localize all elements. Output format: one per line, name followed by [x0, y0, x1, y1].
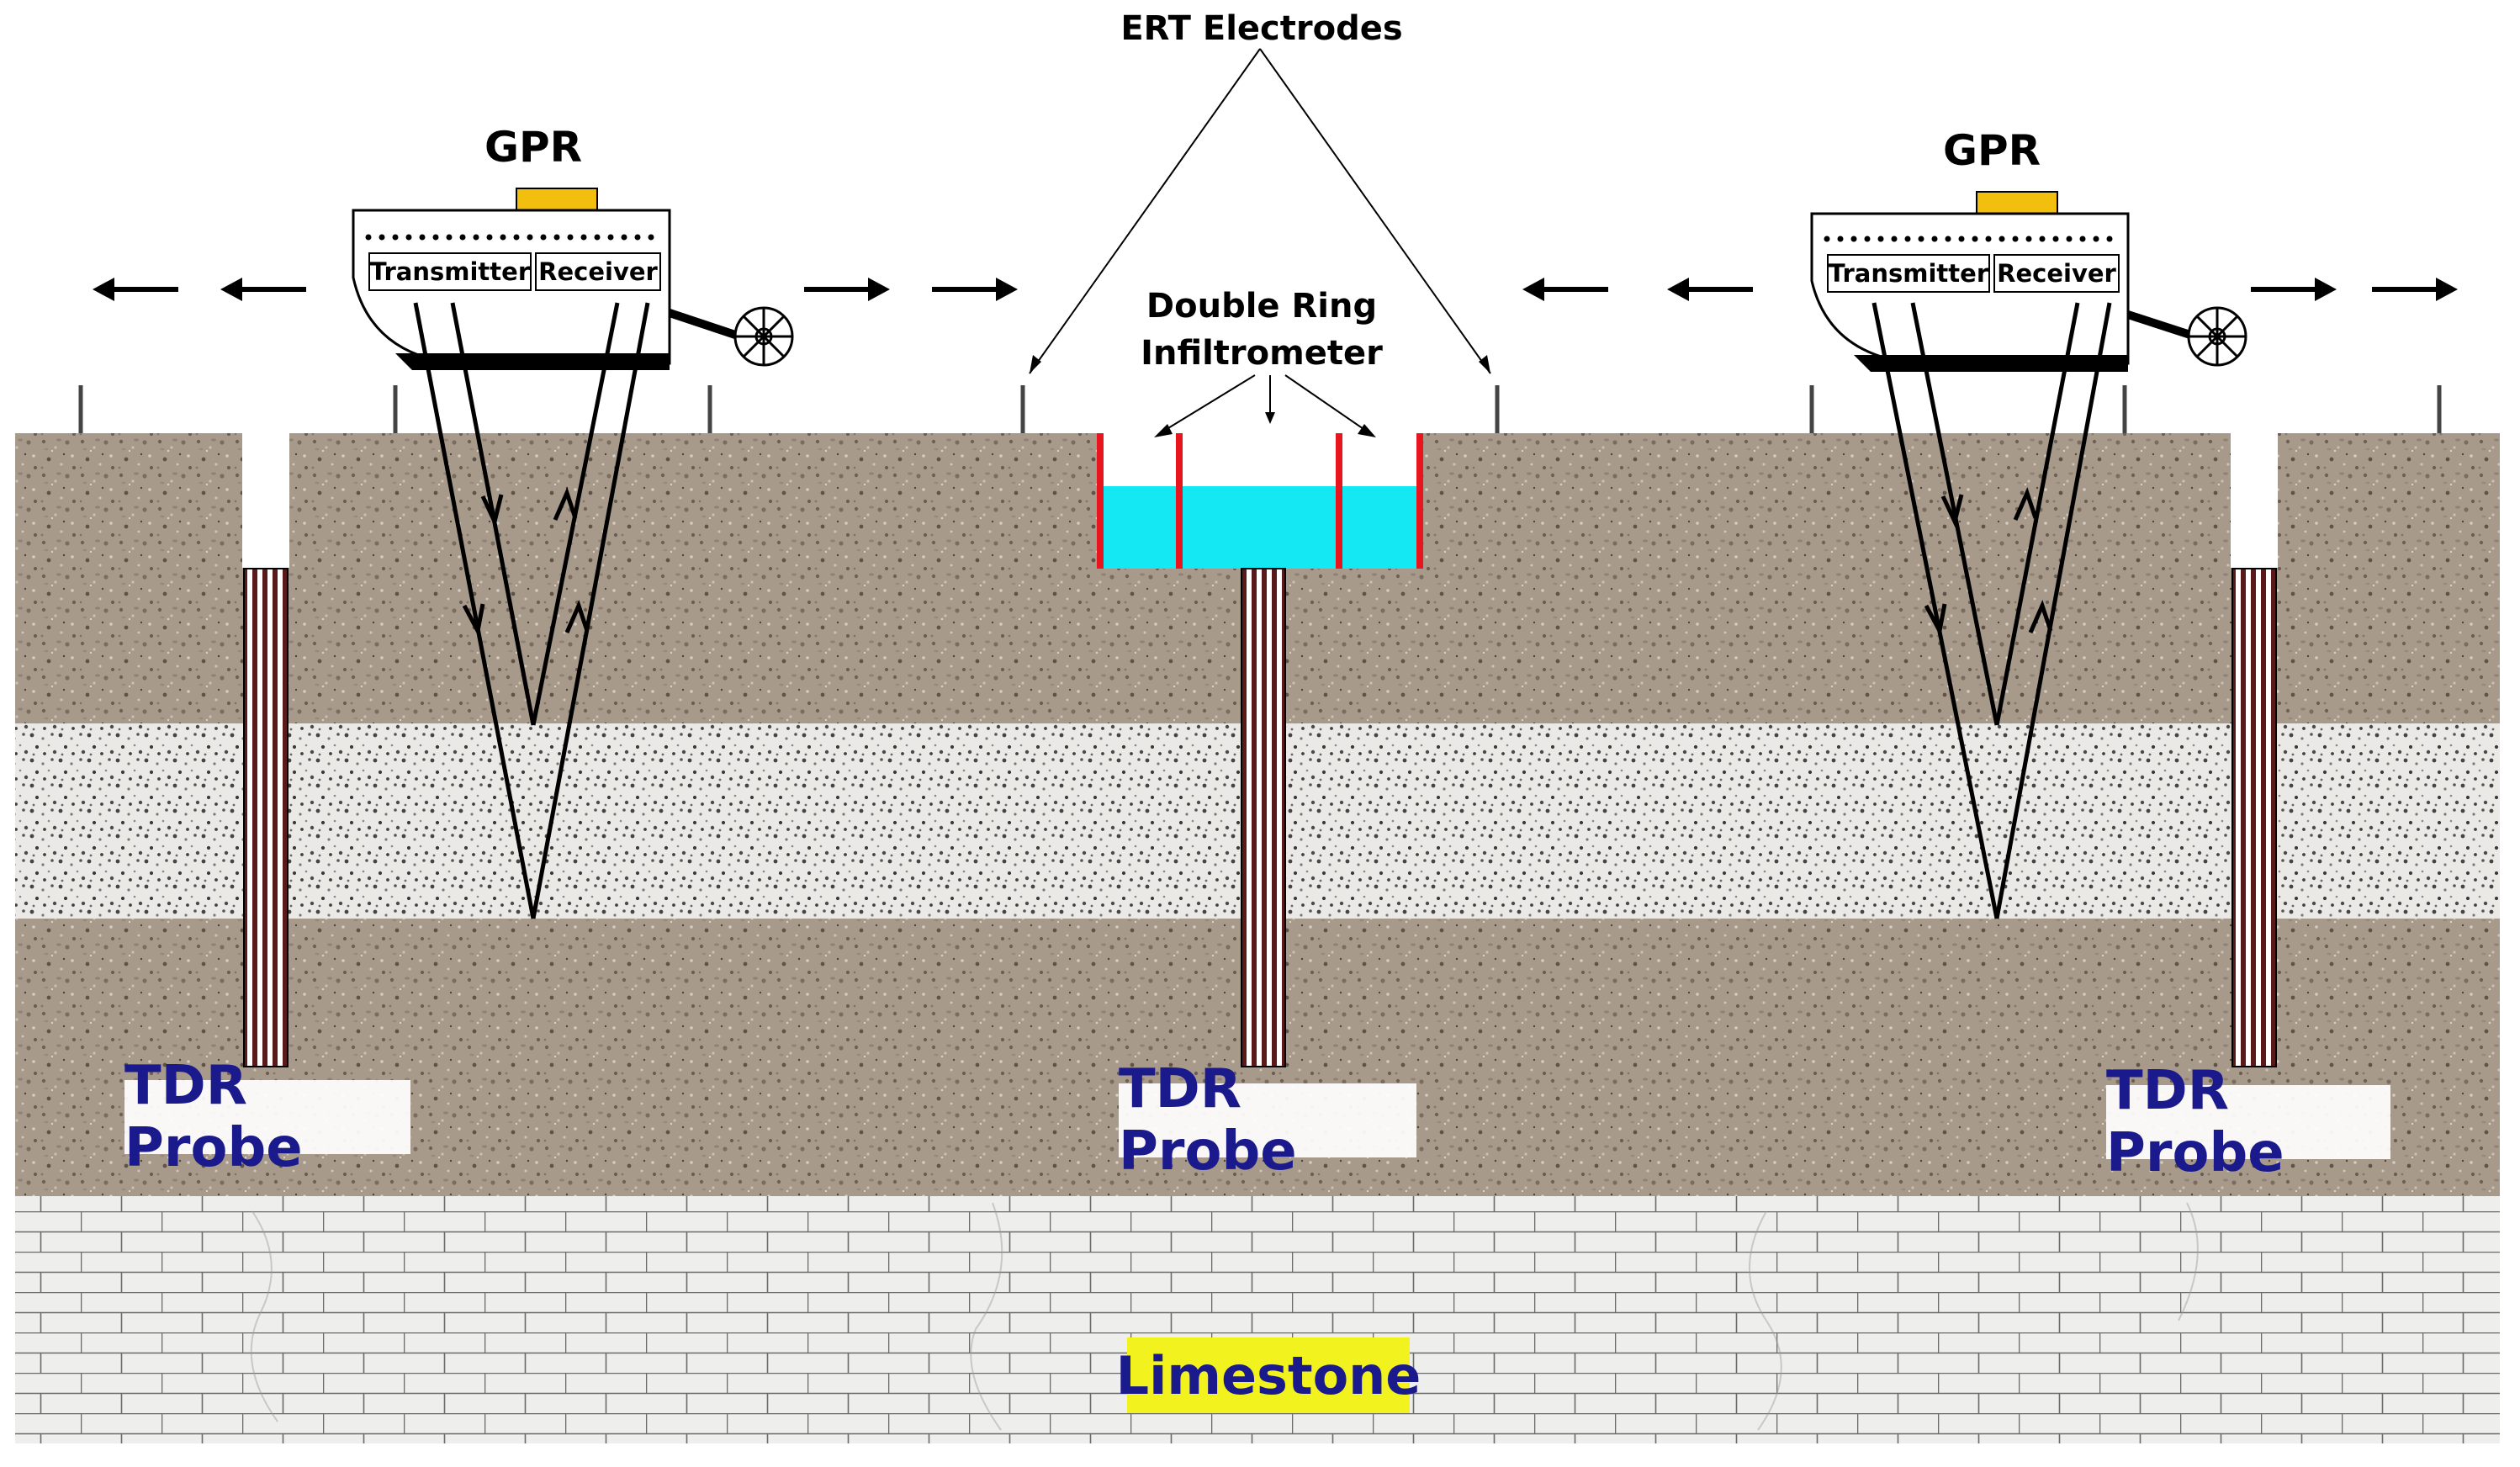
- arrow-right-icon: [804, 278, 890, 301]
- gpr-skid: [395, 353, 670, 370]
- borehole-right: [2231, 433, 2278, 568]
- gpr-unit-left: [352, 188, 794, 370]
- gpr-wheel-icon: [2187, 306, 2247, 367]
- gpr-handle: [2126, 310, 2197, 341]
- infiltrometer-pointers: [1163, 374, 1367, 432]
- arrow-left-icon: [93, 278, 178, 301]
- gpr-unit-right: [1810, 191, 2247, 372]
- ert-pointers: [1029, 48, 1491, 374]
- ray-shallow-up: [1994, 302, 2080, 726]
- ert-electrodes: [78, 385, 2442, 433]
- limestone-cracks: [250, 1202, 2199, 1431]
- borehole-left: [242, 433, 289, 568]
- ert-pointer-arrowhead: [1030, 355, 1041, 373]
- gpr-skid: [1854, 355, 2128, 372]
- arrow-left-icon: [220, 278, 306, 301]
- arrow-right-icon: [2251, 278, 2337, 301]
- gpr-vent-dots: [1824, 236, 2113, 242]
- ray-deep-down: [1871, 302, 1999, 919]
- gpr-wheel-icon: [733, 306, 794, 367]
- gpr-antenna-icon: [1976, 191, 2058, 216]
- limestone-layer: [15, 1196, 2500, 1443]
- infiltrometer-pointer-arrowhead: [1358, 424, 1376, 437]
- infiltrometer-pointer-arrowhead: [1154, 424, 1173, 437]
- infiltrometer-pointer-arrowhead: [1265, 412, 1275, 424]
- ray-deep-up: [1994, 302, 2112, 919]
- tdr-probe-center: [1241, 568, 1286, 1067]
- gpr-antenna-icon: [516, 188, 598, 213]
- ray-deep-down: [413, 302, 536, 919]
- ray-deep-up: [531, 302, 650, 919]
- gpr-vent-dots: [365, 234, 654, 241]
- infiltrometer-rings: [1097, 433, 1423, 569]
- survey-direction-arrows: [93, 278, 2458, 301]
- arrow-right-icon: [2372, 278, 2458, 301]
- ert-pointer-arrowhead: [1479, 355, 1490, 373]
- gpr-ray-arrowheads-left: [462, 487, 590, 638]
- arrow-left-icon: [1667, 278, 1753, 301]
- tdr-probe-left: [243, 568, 289, 1067]
- gpr-body: [1810, 212, 2130, 365]
- arrow-right-icon: [932, 278, 1018, 301]
- arrow-left-icon: [1522, 278, 1608, 301]
- gpr-ray-arrowheads-right: [1924, 487, 2053, 638]
- infiltrometer-water: [1099, 486, 1421, 569]
- tdr-probe-right: [2231, 568, 2277, 1067]
- gpr-body: [352, 209, 671, 365]
- gpr-handle: [668, 309, 742, 341]
